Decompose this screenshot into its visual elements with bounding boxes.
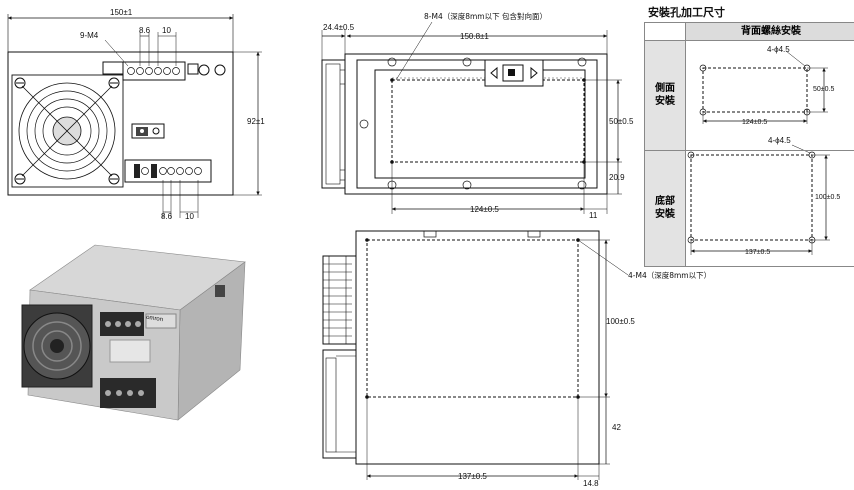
mounting-table-header-row: 背面螺絲安裝 <box>645 23 854 41</box>
front-height-dim: 92±1 <box>247 117 265 126</box>
mounting-table: 背面螺絲安裝 側面 安裝 底部 安裝 <box>644 22 854 267</box>
mounting-bottom-height-dim: 100±0.5 <box>815 194 841 201</box>
top-note: 8-M4（深度8mm以下 包含對向面） <box>424 12 547 21</box>
front-bottom-pitch-b: 10 <box>185 212 194 221</box>
top-side-dim: 20.9 <box>609 173 625 182</box>
mounting-title: 安裝孔加工尺寸 <box>648 6 725 19</box>
front-top-pitch-a: 8.6 <box>139 26 151 35</box>
front-top-pitch-b: 10 <box>162 26 171 35</box>
mounting-row-bottom-label: 底部 安裝 <box>645 151 686 266</box>
side-edge-dim: 14.8 <box>583 479 599 488</box>
front-screws-label: 9-M4 <box>80 31 99 40</box>
front-bottom-pitch-a: 8.6 <box>161 212 173 221</box>
product-photo <box>21 244 246 421</box>
mounting-table-header: 背面螺絲安裝 <box>685 23 854 40</box>
mounting-row-side-label: 側面 安裝 <box>645 41 686 150</box>
mounting-row-divider <box>645 150 854 151</box>
mounting-side-height-dim: 50±0.5 <box>813 86 835 93</box>
top-width-dim: 150.8±1 <box>460 32 489 41</box>
side-hole-height-dim: 100±0.5 <box>606 317 635 326</box>
front-width-dim: 150±1 <box>110 8 133 17</box>
side-lower-dim: 42 <box>612 423 621 432</box>
top-edge-dim: 11 <box>589 211 598 220</box>
mounting-side-hole-label: 4-ϕ4.5 <box>767 45 790 54</box>
mounting-side-width-dim: 124±0.5 <box>742 119 768 126</box>
top-hole-height-dim: 50±0.5 <box>609 117 634 126</box>
mounting-bottom-width-dim: 137±0.5 <box>745 249 771 256</box>
top-hole-pitch-dim: 124±0.5 <box>470 205 499 214</box>
side-hole-pitch-dim: 137±0.5 <box>458 472 487 481</box>
mounting-bottom-hole-label: 4-ϕ4.5 <box>768 136 791 145</box>
top-offset-dim: 24.4±0.5 <box>323 23 355 32</box>
side-note: 4-M4（深度8mm以下） <box>628 271 712 280</box>
